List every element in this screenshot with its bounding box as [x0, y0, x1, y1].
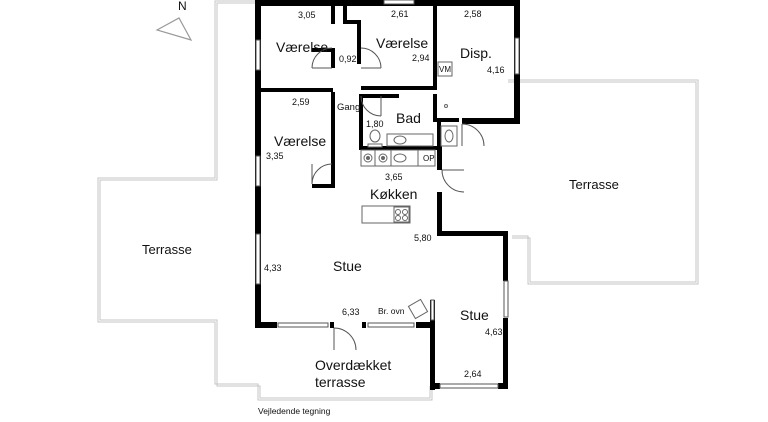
stue-main-label: Stue [333, 258, 362, 274]
bad-dim: 1,80 [366, 119, 384, 129]
footer-note: Vejledende tegning [258, 406, 331, 416]
stue-main-dim-bottom: 6,33 [342, 307, 360, 317]
windows [255, 0, 520, 389]
gang-label: Gang [337, 102, 361, 113]
gang-dim: 0,92 [339, 54, 357, 64]
kokken-label: Køkken [370, 186, 418, 202]
compass-label: N [178, 0, 187, 13]
terrace-outlines [97, 0, 699, 401]
vaerelse2-label: Værelse [376, 35, 429, 51]
kokken-dim-top: 3,65 [385, 172, 403, 182]
vaerelse1-label: Værelse [276, 39, 329, 55]
disp-dim-side: 4,16 [487, 65, 505, 75]
terrasse-left-label: Terrasse [142, 242, 192, 257]
overdaekket-label-line2: terrasse [315, 374, 366, 390]
vaerelse3-label: Værelse [274, 133, 327, 149]
bad-label: Bad [396, 110, 421, 126]
overdaekket-label-line1: Overdækket [315, 357, 392, 373]
doors [311, 47, 485, 351]
terrasse-right-label: Terrasse [569, 177, 619, 192]
vaerelse1-dim-top: 3,05 [298, 10, 316, 20]
disp-dim-top: 2,58 [464, 9, 482, 19]
stue-small-dim-side: 4,63 [485, 327, 503, 337]
vaerelse2-dim-top: 2,61 [391, 9, 409, 19]
stue-small-dim-bottom: 2,64 [464, 369, 482, 379]
br-ovn-label: Br. ovn [378, 306, 405, 316]
vaerelse3-dim-side: 3,35 [266, 151, 284, 161]
vaerelse3-dim-top: 2,59 [292, 97, 310, 107]
disp-label: Disp. [460, 45, 492, 61]
fixtures [360, 61, 458, 320]
op-label: OP [423, 154, 435, 163]
compass-arrow-icon [155, 17, 193, 41]
stue-main-dim-side: 4,33 [264, 263, 282, 273]
stue-main-dim-right: 5,80 [414, 233, 432, 243]
vm-label: VM [439, 65, 451, 74]
vaerelse2-dim-side: 2,94 [412, 53, 430, 63]
stue-small-label: Stue [460, 307, 489, 323]
